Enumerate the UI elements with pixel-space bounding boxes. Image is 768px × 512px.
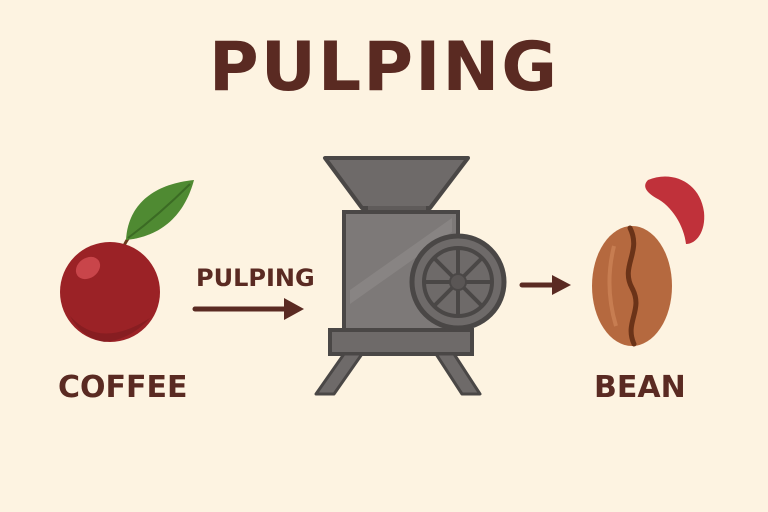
arrow-right-icon bbox=[192, 298, 304, 320]
leaf-icon bbox=[126, 180, 194, 240]
machine-leg-left bbox=[314, 352, 364, 396]
cherry-shade bbox=[70, 316, 150, 342]
bean-label: BEAN bbox=[594, 370, 686, 405]
arrow-right-icon bbox=[519, 275, 571, 295]
machine-body-shine bbox=[350, 218, 452, 304]
machine-leg-right bbox=[434, 352, 482, 396]
coffee-cherry-icon bbox=[60, 180, 194, 342]
machine-top-plate bbox=[328, 328, 474, 356]
cherry-body bbox=[60, 242, 160, 342]
pulp-skin-icon bbox=[645, 176, 705, 244]
machine-wheel bbox=[409, 233, 507, 331]
pulping-step-label: PULPING bbox=[196, 264, 315, 292]
leaf-vein bbox=[127, 183, 191, 239]
pulping-machine-icon bbox=[314, 156, 507, 396]
coffee-label: COFFEE bbox=[58, 370, 188, 405]
machine-hopper bbox=[323, 156, 470, 210]
cherry-highlight bbox=[75, 256, 101, 280]
coffee-bean-icon bbox=[592, 225, 672, 347]
page-title: PULPING bbox=[208, 28, 560, 107]
